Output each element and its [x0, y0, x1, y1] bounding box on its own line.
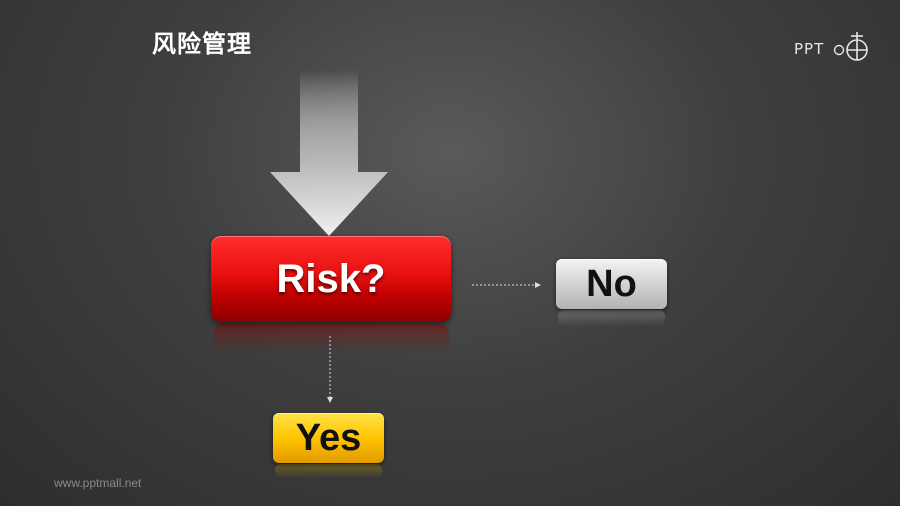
no-reflection [558, 310, 665, 326]
risk-label: Risk? [276, 256, 386, 301]
down-arrow-icon [270, 70, 388, 236]
logo-text: PPT [794, 40, 825, 58]
no-outcome-box: No [556, 259, 667, 309]
yes-reflection [275, 464, 382, 478]
yes-outcome-box: Yes [273, 413, 384, 463]
yes-label: Yes [295, 416, 362, 459]
brand-logo: PPT [794, 32, 874, 66]
ppt-mall-logo-icon [833, 32, 868, 61]
no-label: No [586, 262, 637, 305]
footer-url: www.pptmall.net [54, 476, 142, 490]
risk-decision-box: Risk? [211, 236, 451, 322]
page-title: 风险管理 [152, 30, 252, 58]
risk-reflection [213, 324, 449, 352]
